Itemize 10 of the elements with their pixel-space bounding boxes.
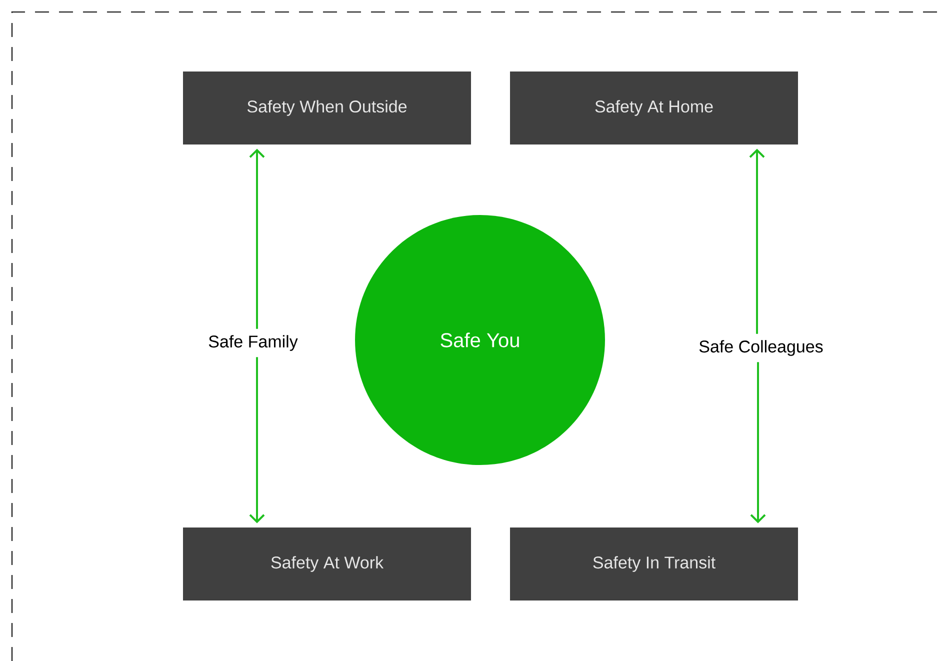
- arrow: [249, 148, 265, 329]
- label-box: Safety At Work: [183, 528, 471, 600]
- arrow: [750, 362, 766, 524]
- label-box: Safety When Outside: [183, 72, 471, 144]
- label-box: Safety At Home: [510, 72, 798, 144]
- arrow: [249, 357, 265, 524]
- side-label: Safe Colleagues: [699, 340, 823, 356]
- side-label: Safe Family: [208, 335, 298, 351]
- arrow: [749, 148, 765, 334]
- label-box: Safety In Transit: [510, 528, 798, 600]
